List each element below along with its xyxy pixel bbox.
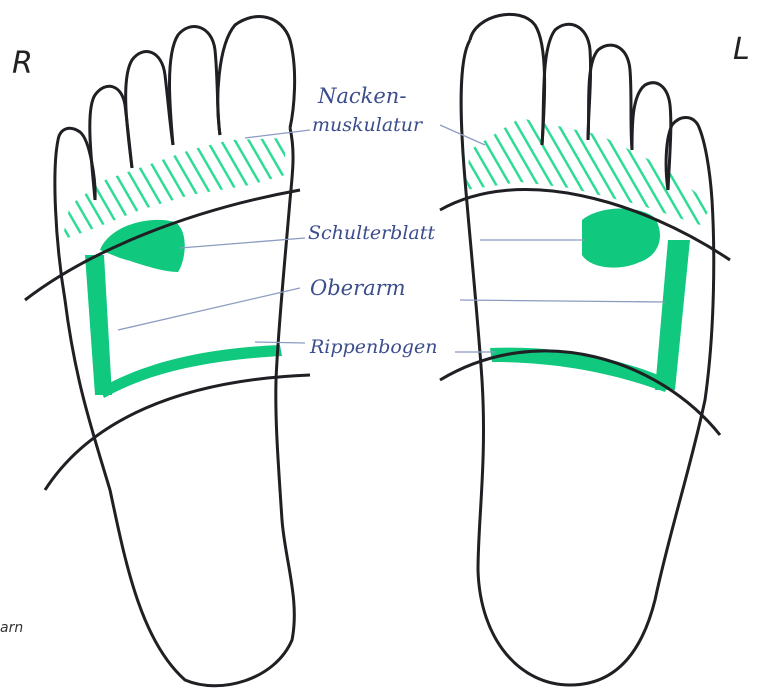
corner-text-fragment: arn [0, 620, 23, 636]
right-toe-3 [126, 52, 173, 168]
right-foot-side-label: R [12, 46, 33, 81]
label-neck-line2: muskulatur [312, 114, 422, 136]
left-foot-side-label: L [733, 32, 750, 67]
left-upper-arm-band [655, 240, 690, 390]
label-costal-arch: Rippenbogen [310, 336, 437, 358]
right-upper-arm-band [85, 255, 112, 395]
leader-neck-right [245, 130, 310, 138]
leader-upper-arm-right [118, 288, 300, 330]
leader-costal-right [255, 342, 305, 343]
right-toe-2 [170, 27, 221, 145]
right-foot [25, 17, 310, 686]
right-scapula-zone [100, 220, 185, 272]
label-scapula: Schulterblatt [308, 222, 435, 244]
label-neck-line1: Nacken- [318, 84, 406, 108]
right-costal-arch-band [100, 345, 282, 398]
left-foot [440, 14, 730, 685]
right-big-toe [218, 17, 295, 135]
leader-upper-arm-left [460, 300, 665, 302]
right-waist-line [45, 375, 310, 490]
label-upper-arm: Oberarm [310, 276, 406, 300]
